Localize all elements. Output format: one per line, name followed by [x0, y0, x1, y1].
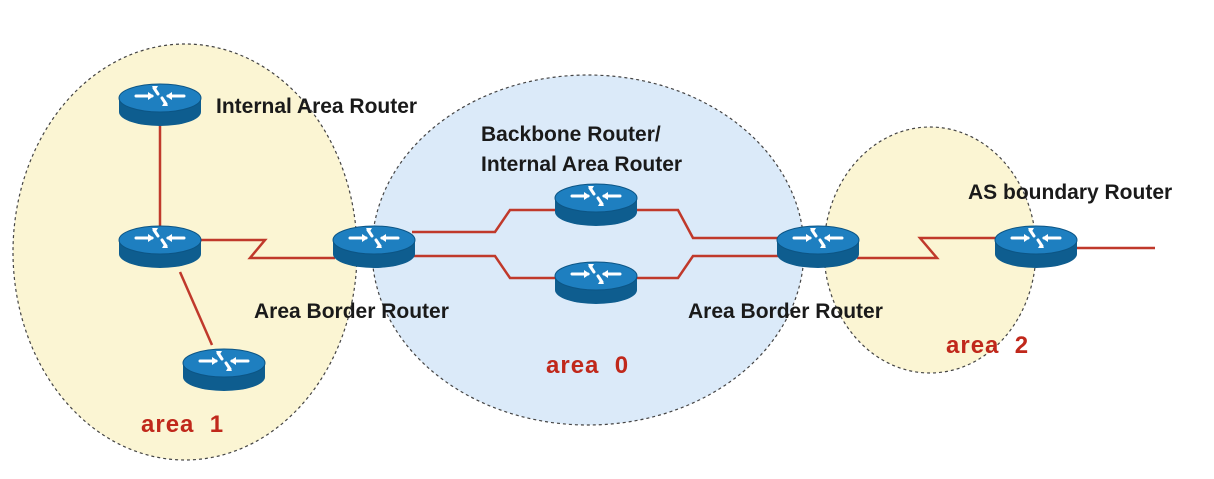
- serial-link-abr-to-asbr: [857, 236, 1000, 260]
- router-icon: [117, 82, 203, 128]
- backbone-router-label-line2: Internal Area Router: [481, 153, 682, 176]
- router-icon: [775, 224, 861, 270]
- router-icon: [553, 260, 639, 306]
- area-2-label: area 2: [946, 332, 1029, 359]
- link-backbone-bottom-to-abr: [634, 254, 780, 280]
- area-border-router-left-label: Area Border Router: [254, 300, 449, 323]
- link-hub-to-lower: [178, 271, 214, 346]
- network-links: [158, 118, 1155, 346]
- router-icon: [553, 182, 639, 228]
- area-border-router-right-label: Area Border Router: [688, 300, 883, 323]
- link-backbone-top-to-abr: [634, 208, 780, 240]
- internal-area-router-label: Internal Area Router: [216, 95, 417, 118]
- link-abr-to-backbone-top: [412, 208, 560, 234]
- area-1-label: area 1: [141, 411, 224, 438]
- as-boundary-router-label: AS boundary Router: [968, 181, 1172, 204]
- link-abr-to-backbone-bottom: [412, 254, 560, 280]
- router-icon: [993, 224, 1079, 270]
- router-icon: [331, 224, 417, 270]
- area-0-label: area 0: [546, 352, 629, 379]
- router-icon: [117, 224, 203, 270]
- router-icon: [181, 347, 267, 393]
- serial-link-hub-to-abr: [200, 238, 335, 260]
- backbone-router-label-line1: Backbone Router/: [481, 123, 661, 146]
